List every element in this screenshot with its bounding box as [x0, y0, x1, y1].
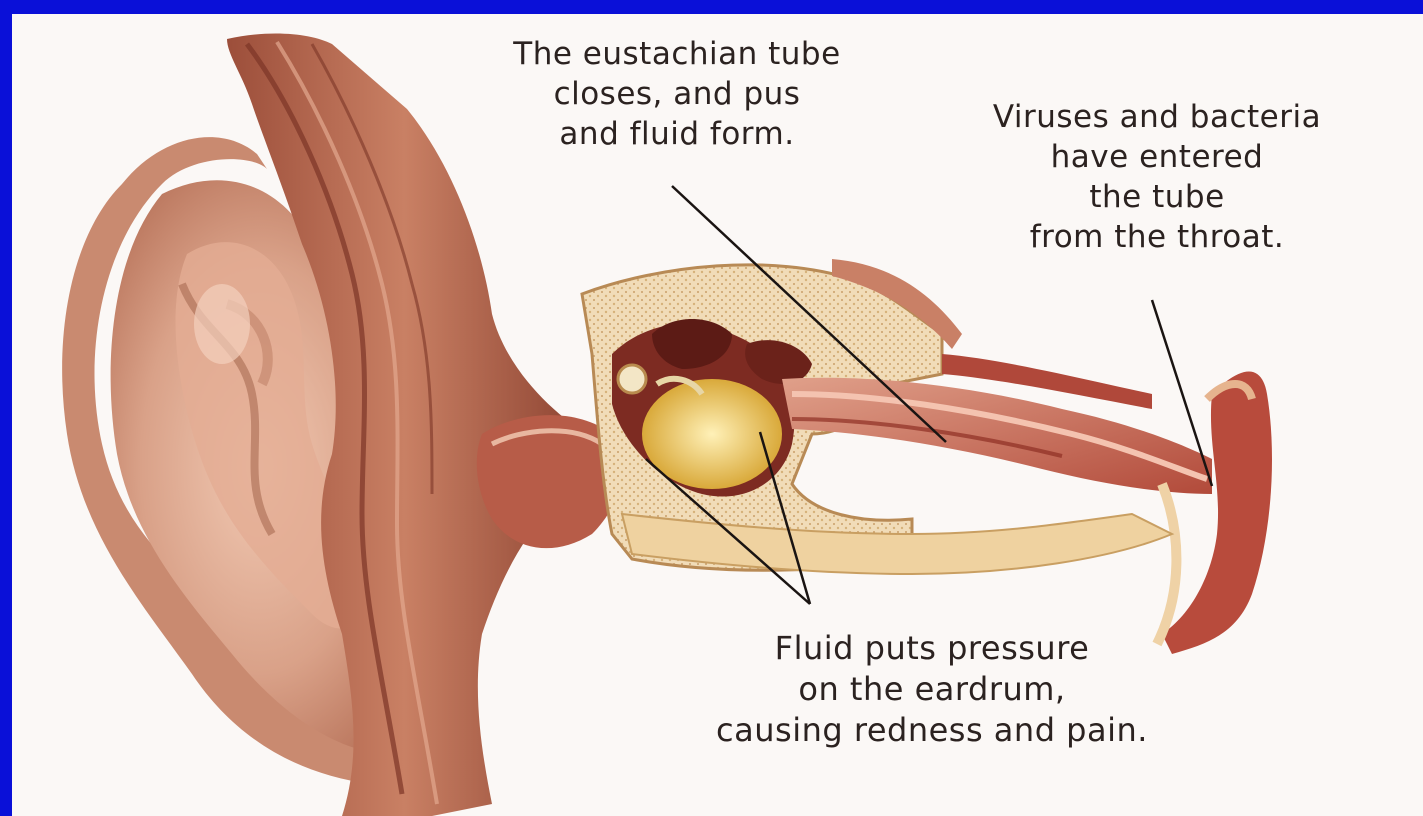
throat-opening: [1157, 372, 1272, 655]
caption-viruses-bacteria: Viruses and bacteria have entered the tu…: [942, 97, 1372, 257]
caption-fluid-pressure: Fluid puts pressure on the eardrum, caus…: [652, 628, 1212, 751]
caption-eustachian-tube: The eustachian tube closes, and pus and …: [467, 34, 887, 154]
illustration-panel: The eustachian tube closes, and pus and …: [12, 14, 1423, 816]
